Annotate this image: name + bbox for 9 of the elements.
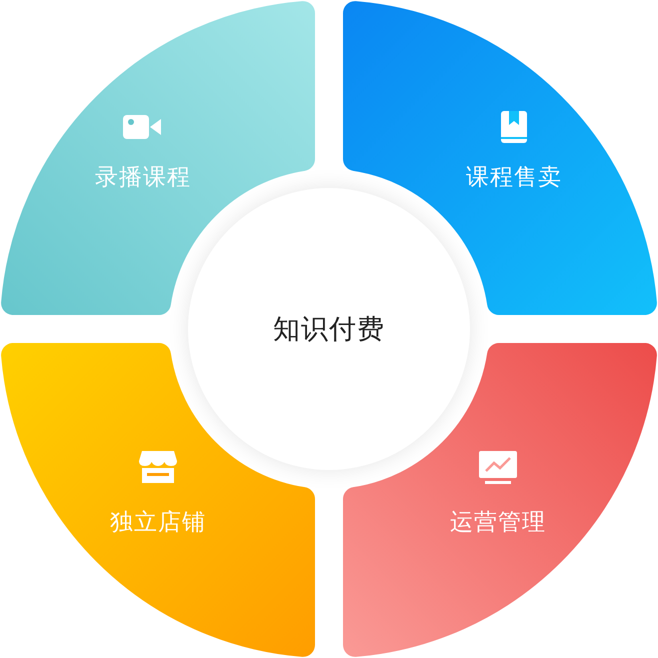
segment-label: 运营管理 (450, 508, 546, 536)
ring-segment (0, 0, 316, 316)
ring-segment (342, 0, 658, 316)
ring-segment (0, 342, 316, 658)
center-label: 知识付费 (273, 313, 385, 346)
ring-segment (342, 342, 658, 658)
segment-label: 录播课程 (95, 162, 191, 192)
segment-label: 独立店铺 (110, 508, 206, 536)
segment-label: 课程售卖 (466, 162, 562, 192)
